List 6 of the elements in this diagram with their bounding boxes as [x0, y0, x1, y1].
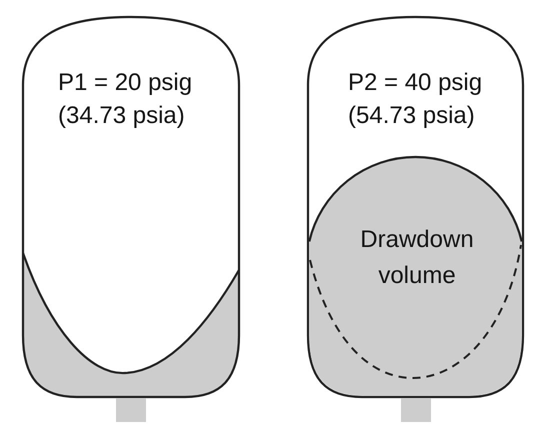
bladder-region	[308, 157, 523, 397]
pressure-tank	[23, 17, 239, 397]
volume-label: Drawdown volume	[359, 225, 475, 291]
pressure-tank	[308, 17, 523, 397]
pressure-label: P1 = 20 psig (34.73 psia)	[58, 68, 194, 131]
pressure-label: P2 = 40 psig (54.73 psia)	[348, 68, 484, 131]
